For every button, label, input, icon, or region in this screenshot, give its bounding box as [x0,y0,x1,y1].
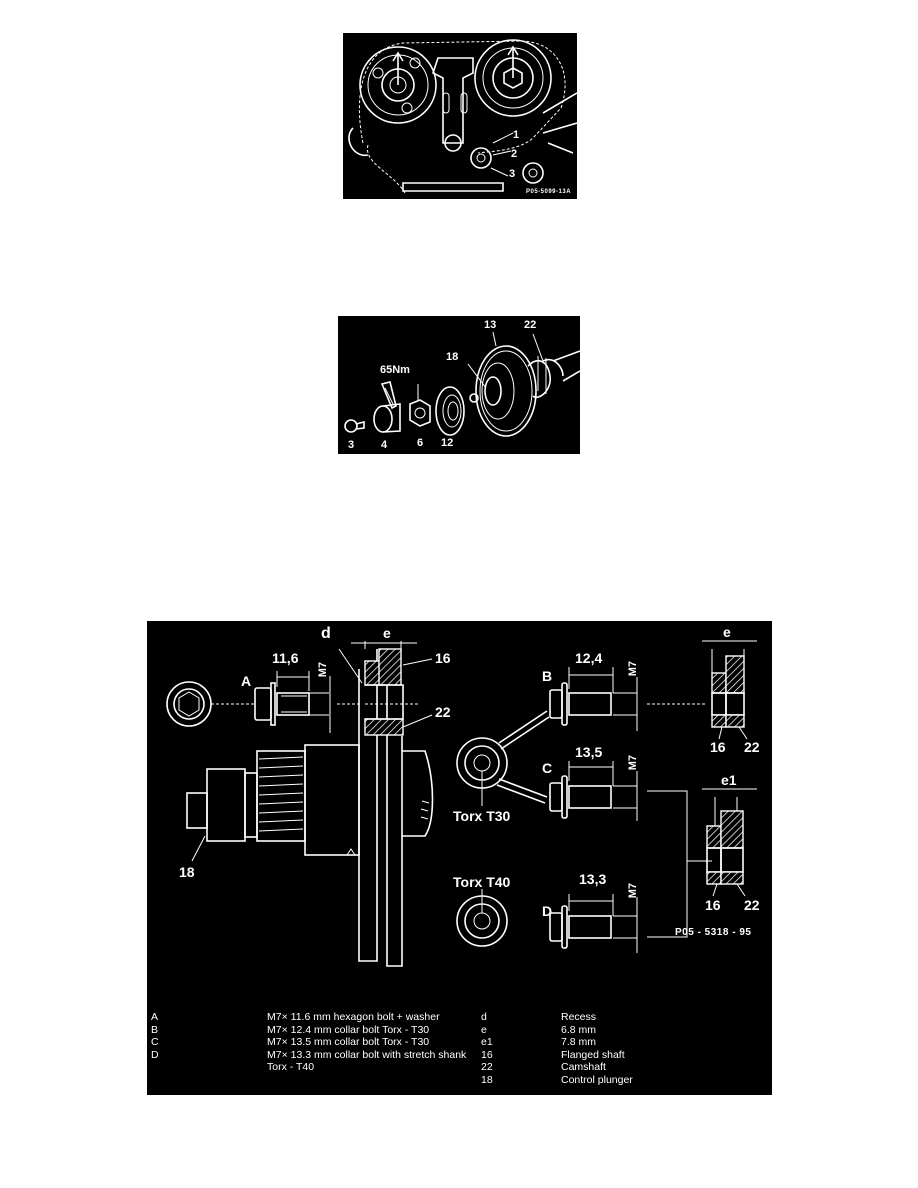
label-torx-t30: Torx T30 [453,808,511,824]
callout-3: 3 [509,168,516,180]
bolt-variants-illustration [166,640,757,967]
part-3-label: 3 [348,439,355,451]
dimension-b: 12,4 [575,650,603,666]
torque-label: 65Nm [380,364,410,376]
label-22-d: 22 [744,897,760,913]
thread-a: M7 [317,662,329,678]
label-16-top: 16 [435,650,451,666]
label-18: 18 [179,864,195,880]
label-e1: e1 [721,772,737,788]
label-c: C [542,760,553,776]
timing-chain-diagram: 1 2 3 P05-5099-13A [343,33,577,199]
part-18-label: 18 [446,351,459,363]
part-12-label: 12 [441,437,454,449]
callout-2: 2 [511,148,518,160]
label-b: B [542,668,553,684]
label-torx-t40: Torx T40 [453,874,511,890]
timing-chain-illustration [348,39,577,194]
thread-d: M7 [627,883,639,899]
legend-row: Torx - T40 [267,1061,315,1074]
figure-code: P05-5099-13A [526,189,572,195]
label-16-b: 16 [710,739,726,755]
camshaft-exploded-view: 65Nm 3 4 6 12 18 13 22 [338,316,580,454]
label-e-top: e [383,625,391,641]
part-4-label: 4 [381,439,388,451]
thread-c: M7 [627,755,639,771]
dimension-c: 13,5 [575,744,603,760]
label-a: A [241,673,252,689]
dimension-a: 11,6 [272,650,299,666]
part-6-label: 6 [417,437,424,449]
label-e-right: e [723,624,731,640]
exploded-parts-illustration [344,331,580,437]
label-22-b: 22 [744,739,760,755]
camshaft-bolt-variants-diagram: A 11,6 M7 d e 16 22 18 Torx T30 Torx T40… [147,621,772,1095]
callout-1: 1 [513,129,520,141]
part-13-label: 13 [484,319,497,331]
label-16-d: 16 [705,897,721,913]
label-22-top: 22 [435,704,451,720]
figure-code: P05 - 5318 - 95 [675,927,752,938]
label-recess-d: d [321,625,331,642]
label-d-bolt: D [542,903,553,919]
dimension-d: 13,3 [579,871,607,887]
thread-b: M7 [627,661,639,677]
part-22-label: 22 [524,319,537,331]
